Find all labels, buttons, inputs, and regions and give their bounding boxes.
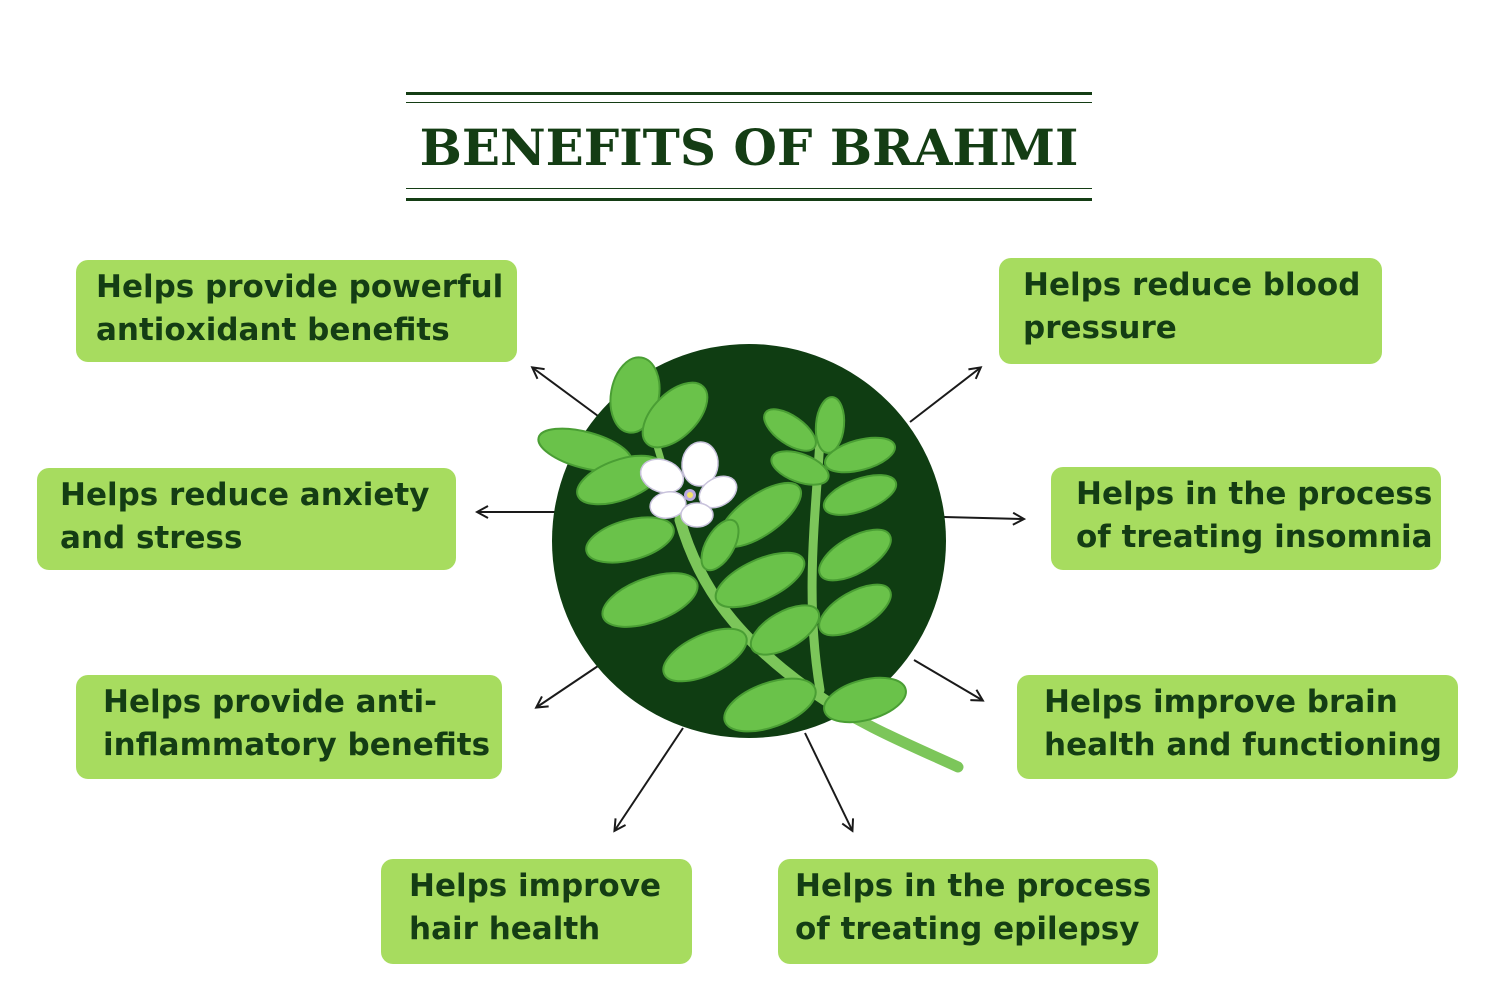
benefit-epilepsy-line1: Helps in the process — [795, 868, 1152, 904]
arrow-inflammatory — [537, 665, 599, 707]
benefit-box-insomnia: Helps in the process of treating insomni… — [1051, 467, 1441, 570]
benefit-hair-line1: Helps improve — [409, 868, 661, 904]
benefit-box-brain: Helps improve brain health and functioni… — [1017, 675, 1458, 779]
title-rule-bottom-thick — [406, 198, 1092, 201]
benefit-anxiety-line1: Helps reduce anxiety — [60, 477, 430, 513]
benefit-anxiety-line2: and stress — [60, 520, 243, 556]
arrow-antioxidant — [533, 368, 599, 417]
benefit-inflammatory-line1: Helps provide anti- — [103, 684, 437, 720]
benefit-brain-line2: health and functioning — [1044, 727, 1442, 763]
arrow-hair — [615, 727, 684, 830]
benefit-box-antioxidant: Helps provide powerful antioxidant benef… — [76, 260, 517, 362]
benefit-antioxidant-line2: antioxidant benefits — [96, 312, 450, 348]
benefit-insomnia-line2: of treating insomnia — [1076, 519, 1433, 555]
benefit-box-inflammatory: Helps provide anti- inflammatory benefit… — [76, 675, 502, 779]
benefit-inflammatory-line2: inflammatory benefits — [103, 727, 491, 763]
benefit-box-epilepsy: Helps in the process of treating epileps… — [778, 859, 1158, 964]
benefit-epilepsy-line2: of treating epilepsy — [795, 911, 1140, 947]
title-rule-bottom-thin — [406, 188, 1092, 189]
benefit-hair-line2: hair health — [409, 911, 601, 947]
brahmi-plant-icon — [537, 356, 964, 773]
benefit-antioxidant-line1: Helps provide powerful — [96, 269, 504, 305]
benefit-box-anxiety: Helps reduce anxiety and stress — [37, 468, 456, 570]
arrow-insomnia — [943, 517, 1023, 519]
benefit-insomnia-line1: Helps in the process — [1076, 476, 1433, 512]
benefit-box-hair: Helps improve hair health — [381, 859, 692, 964]
benefit-brain-line1: Helps improve brain — [1044, 684, 1398, 720]
title-banner: BENEFITS OF BRAHMI — [406, 90, 1092, 204]
benefit-blood-pressure-line2: pressure — [1023, 310, 1177, 346]
arrow-blood-pressure — [909, 368, 980, 423]
title-rule-top-thin — [406, 102, 1092, 103]
arrow-epilepsy — [804, 732, 852, 830]
benefit-box-blood-pressure: Helps reduce blood pressure — [999, 258, 1382, 364]
page-title: BENEFITS OF BRAHMI — [419, 118, 1079, 177]
flower-icon — [639, 441, 738, 528]
arrow-brain — [913, 659, 982, 700]
title-rule-top-thick — [406, 92, 1092, 95]
benefit-blood-pressure-line1: Helps reduce blood — [1023, 267, 1361, 303]
